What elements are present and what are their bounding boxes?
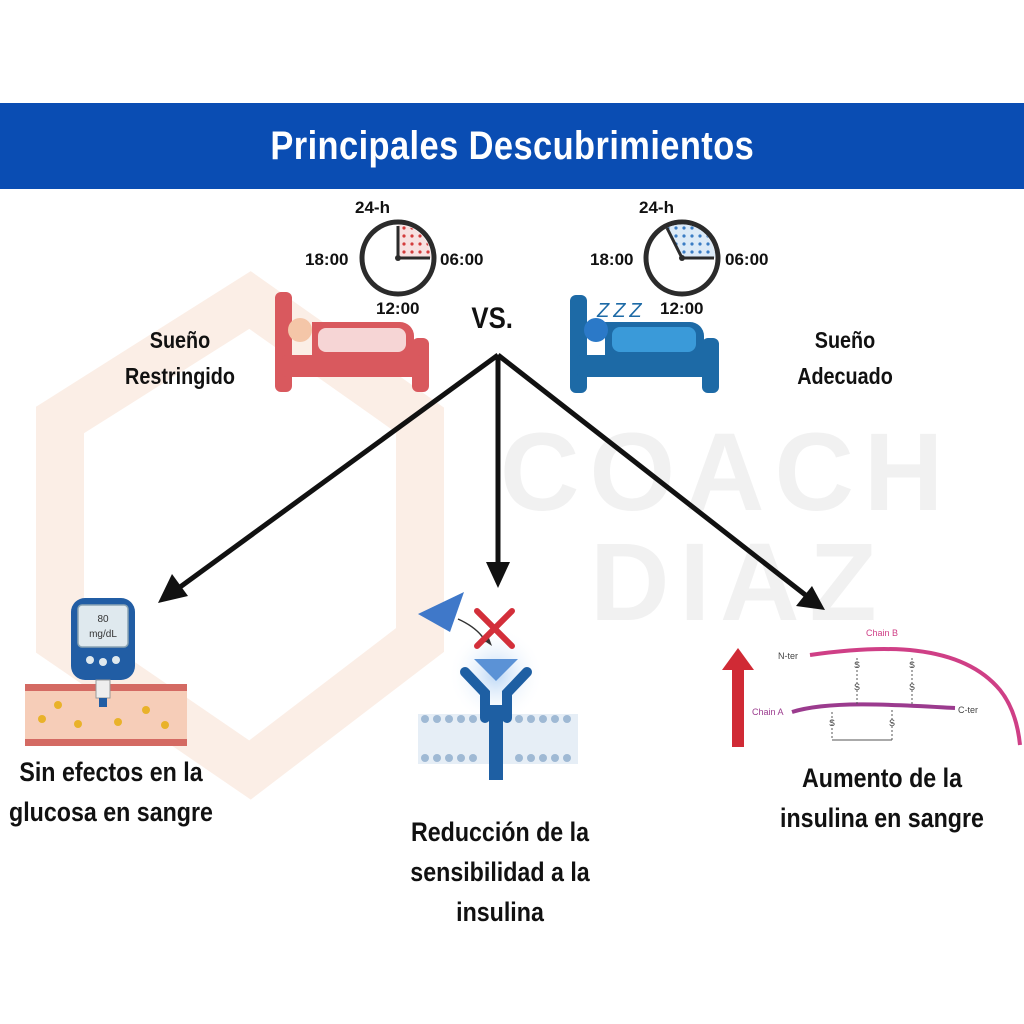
finding-sensitivity-caption: Reducción de la sensibilidad a la insuli…	[354, 812, 646, 932]
finding-caption-line: Sin efectos en la	[19, 757, 203, 787]
s-label: S	[829, 718, 835, 728]
n-ter-label: N-ter	[778, 651, 798, 661]
bed-restricted-icon	[275, 292, 429, 392]
glucose-meter-icon: 80 mg/dL	[25, 598, 187, 746]
title-banner: Principales Descubrimientos	[0, 103, 1024, 189]
chain-b-label: Chain B	[866, 628, 898, 638]
clock-right-bottom-label: 12:00	[660, 299, 704, 318]
s-label: S	[909, 660, 915, 670]
clock-right-right-label: 06:00	[725, 250, 769, 269]
s-label: S	[889, 718, 895, 728]
vs-label: VS.	[471, 302, 513, 335]
clock-restricted-icon	[359, 219, 437, 297]
sleep-zzz-icon: ZZZ	[596, 300, 646, 322]
finding-caption-line: insulina	[456, 897, 544, 927]
finding-caption-line: Reducción de la	[410, 817, 590, 847]
clock-left-top-label: 24-h	[355, 198, 390, 217]
finding-glucose-caption: Sin efectos en la glucosa en sangre	[0, 752, 257, 832]
clock-right-top-label: 24-h	[639, 198, 674, 217]
restricted-sleep-label: Sueño Restringido	[85, 322, 274, 394]
insulin-molecule-icon: Chain B N-ter Chain A C-ter S S S S S S	[722, 628, 1022, 747]
s-label: S	[909, 682, 915, 692]
restricted-sleep-line: Sueño	[149, 327, 211, 353]
adequate-sleep-line: Adecuado	[797, 363, 893, 389]
meter-unit: mg/dL	[89, 629, 117, 640]
adequate-sleep-line: Sueño	[814, 327, 876, 353]
finding-caption-line: sensibilidad a la	[410, 857, 590, 887]
clock-right-left-label: 18:00	[590, 250, 634, 269]
page-title: Principales Descubrimientos	[270, 123, 754, 168]
c-ter-label: C-ter	[958, 705, 978, 715]
chain-a-label: Chain A	[752, 707, 784, 717]
arrows	[158, 352, 825, 610]
restricted-sleep-line: Restringido	[125, 363, 235, 389]
clock-left-bottom-label: 12:00	[376, 299, 420, 318]
bed-adequate-icon	[570, 295, 719, 393]
s-label: S	[854, 682, 860, 692]
clock-left-left-label: 18:00	[305, 250, 349, 269]
clock-adequate-icon	[643, 219, 721, 297]
s-label: S	[854, 660, 860, 670]
watermark-text-top: COACH	[500, 411, 953, 534]
clock-left-right-label: 06:00	[440, 250, 484, 269]
finding-caption-line: insulina en sangre	[780, 803, 984, 833]
finding-caption-line: glucosa en sangre	[9, 797, 213, 827]
finding-insulin-caption: Aumento de la insulina en sangre	[736, 758, 1024, 838]
meter-value: 80	[97, 614, 109, 625]
adequate-sleep-label: Sueño Adecuado	[750, 322, 939, 394]
finding-caption-line: Aumento de la	[802, 763, 962, 793]
insulin-receptor-icon	[418, 592, 578, 780]
